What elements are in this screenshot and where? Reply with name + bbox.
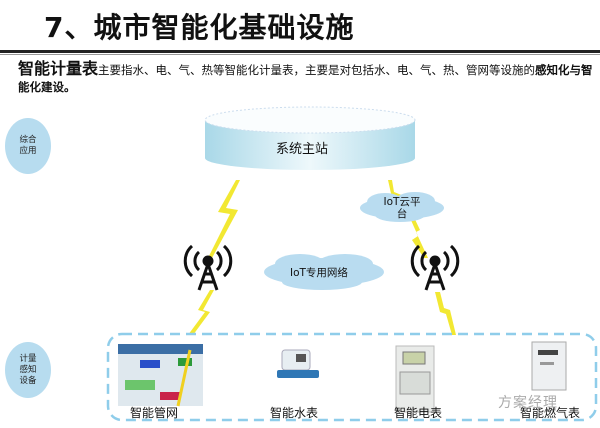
pipe-network-image [118,344,203,407]
divider [0,50,600,53]
device-label: 智能电表 [394,406,443,420]
water-meter-image [277,349,319,378]
description-lead: 智能计量表 [18,59,99,78]
page-title: 7、城市智能化基础设施 [44,11,355,44]
layer-sensing: 计量 感知 设备 [5,342,51,398]
description-tail: 感知化与智能化建设。 [18,63,593,94]
cloud-iot-platform [360,192,444,222]
bolt-icon [435,292,456,335]
electric-meter-image [395,345,435,413]
cloud-iot-network [264,254,384,290]
layer-application-label: 综合 应用 [19,135,37,156]
iot-platform-label: IoT云平台 [380,196,424,220]
iot-platform-label-1: IoT云平 [383,196,421,208]
bolt-icon [188,290,214,335]
description-body: 主要指水、电、气、热等智能化计量表，主要是对包括水、电、气、热、管网等设施的 [98,63,536,77]
iot-network-label: IoT专用网络 [290,267,348,279]
watermark: 方案经理 [498,395,558,411]
layer-application: 综合 应用 [5,118,51,174]
divider-thin [0,54,600,55]
description: 智能计量表主要指水、电、气、热等智能化计量表，主要是对包括水、电、气、热、管网等… [18,60,593,96]
layer-sensing-label: 计量 感知 设备 [19,353,37,386]
master-station-cylinder [204,106,416,170]
antenna-icon [183,244,233,291]
device-label: 智能水表 [270,406,319,420]
device-label: 智能管网 [130,406,179,420]
gas-meter-image [531,341,567,391]
device-group-box [106,332,598,422]
master-station-label: 系统主站 [276,142,329,157]
device-label: 智能燃气表 [520,406,581,420]
iot-platform-label-2: 台 [396,208,408,220]
antenna-icon [410,244,460,291]
